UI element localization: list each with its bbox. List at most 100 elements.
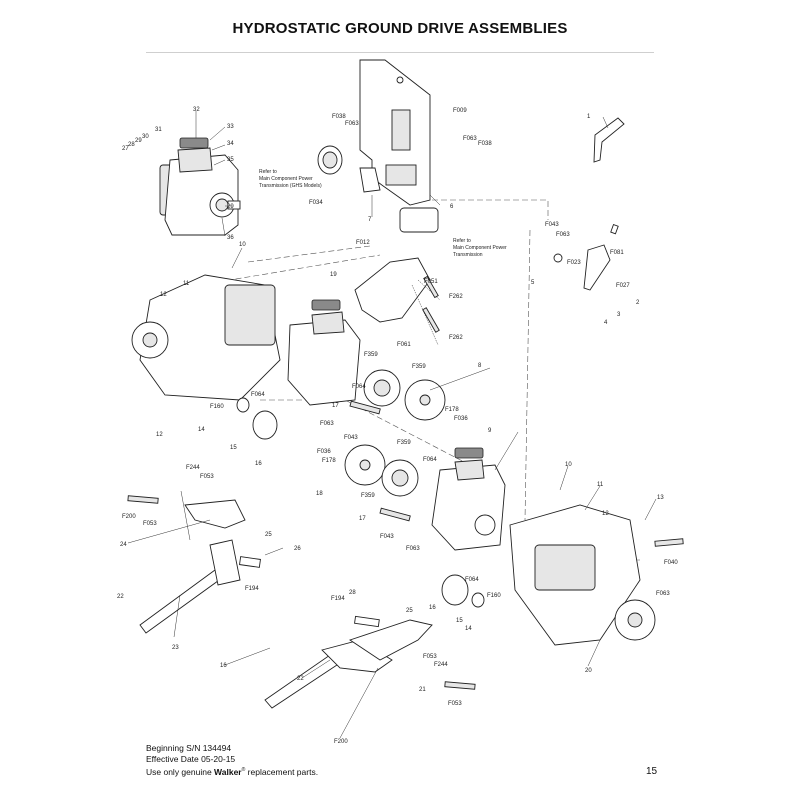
- callout-f081: F081: [610, 250, 624, 256]
- callout-25: 25: [265, 532, 272, 538]
- callout-f009: F009: [453, 108, 467, 114]
- callout-f063: F063: [345, 121, 359, 127]
- callout-f027: F027: [616, 283, 630, 289]
- callout-30: 30: [142, 134, 149, 140]
- callout-3: 3: [617, 312, 621, 318]
- reference-note-transmission: Refer to Main Component Power Transmissi…: [453, 238, 507, 258]
- callout-19: 19: [330, 272, 337, 278]
- callout-22: 16: [220, 663, 227, 669]
- callout-f023: F023: [567, 260, 581, 266]
- callout-f194: F194: [245, 586, 259, 592]
- svg-text:Main Component Power: Main Component Power: [453, 245, 507, 251]
- control-linkage: [553, 117, 625, 291]
- callout-36: 36: [227, 235, 234, 241]
- callout-34: 34: [227, 141, 234, 147]
- callout-29: 29: [227, 204, 234, 210]
- title-rule: [146, 52, 654, 53]
- callout-f359: F359: [412, 364, 426, 370]
- reference-note-ghs: Refer to Main Component Power Transmissi…: [259, 169, 322, 189]
- callout-f244: F244: [434, 662, 448, 668]
- callout-f053: 21: [419, 687, 426, 693]
- genuine-parts-line: Use only genuine Walker® replacement par…: [146, 766, 319, 777]
- svg-text:Refer to: Refer to: [453, 238, 471, 244]
- callout-9: 9: [488, 428, 492, 434]
- callout-f063: F063: [320, 421, 334, 427]
- callout-5: 5: [531, 280, 535, 286]
- callout-labels: 32 33 34 35 29 36 31 30 29 28 27 F038 F0…: [117, 107, 678, 745]
- callout-f359: F359: [364, 352, 378, 358]
- callout-10: 10: [239, 242, 246, 248]
- callout-35: 35: [227, 157, 234, 163]
- hydro-pump-right: [431, 447, 506, 551]
- callout-f064: F064: [352, 384, 366, 390]
- callout-f200: F053: [448, 701, 462, 707]
- callout-f053: F053: [423, 654, 437, 660]
- left-transaxle: [131, 274, 281, 401]
- callout-20: F200: [334, 739, 348, 745]
- callout-f359: F359: [397, 440, 411, 446]
- svg-text:Refer to: Refer to: [259, 169, 277, 175]
- effective-date-line: Effective Date 05-20-15: [146, 754, 236, 764]
- svg-text:Main Component Power: Main Component Power: [259, 176, 313, 182]
- callout-22: 22: [117, 594, 124, 600]
- callout-27: 27: [122, 146, 129, 152]
- callout-f043: F043: [380, 534, 394, 540]
- drive-pulley: [317, 145, 343, 175]
- callout-14: 14: [198, 427, 205, 433]
- callout-16: 16: [429, 605, 436, 611]
- callout-f064: F064: [465, 577, 479, 583]
- callout-f178: F178: [445, 407, 459, 413]
- callout-f053: F053: [143, 521, 157, 527]
- callout-f063: F063: [463, 136, 477, 142]
- callout-f244: F244: [186, 465, 200, 471]
- page-title: HYDROSTATIC GROUND DRIVE ASSEMBLIES: [232, 20, 568, 37]
- callout-26: 26: [294, 546, 301, 552]
- mounting-bracket: [359, 59, 431, 206]
- callout-21: 22: [297, 676, 304, 682]
- callout-f063: F063: [556, 232, 570, 238]
- serial-number-line: Beginning S/N 134494: [146, 743, 232, 753]
- right-transaxle: [509, 504, 656, 646]
- ghs-pump-assembly: [159, 137, 241, 236]
- callout-f063: F063: [406, 546, 420, 552]
- callout-13: 13: [657, 495, 664, 501]
- callout-29: 29: [135, 138, 142, 144]
- callout-10: 10: [565, 462, 572, 468]
- hydro-pump-left: [287, 299, 361, 406]
- callout-12: 12: [602, 511, 609, 517]
- bell-crank-and-springs: [354, 207, 441, 346]
- page-number: 15: [646, 766, 658, 777]
- callout-15: 15: [456, 618, 463, 624]
- callout-f053: F053: [200, 474, 214, 480]
- couplers-and-seals: [236, 397, 485, 608]
- callout-25: 25: [406, 608, 413, 614]
- callout-f051: F051: [424, 279, 438, 285]
- callout-31: 31: [155, 127, 162, 133]
- callout-f262: F262: [449, 294, 463, 300]
- callout-f040: F040: [664, 560, 678, 566]
- callout-f038: F038: [478, 141, 492, 147]
- callout-18: 18: [316, 491, 323, 497]
- callout-1: 1: [587, 114, 591, 120]
- cooling-fan-lower: [344, 444, 419, 497]
- callout-16: 16: [255, 461, 262, 467]
- callout-11: 11: [183, 281, 190, 287]
- control-arm-right: [264, 615, 433, 709]
- fasteners: [127, 275, 684, 690]
- callout-f036: F036: [454, 416, 468, 422]
- callout-8: 8: [478, 363, 482, 369]
- leader-lines: [127, 111, 657, 739]
- callout-f012: F012: [356, 240, 370, 246]
- callout-f160: F160: [487, 593, 501, 599]
- callout-f034: F034: [309, 200, 323, 206]
- callout-12: 12: [156, 432, 163, 438]
- callout-28: 28: [349, 590, 356, 596]
- callout-f043: F043: [344, 435, 358, 441]
- callout-17: 17: [332, 403, 339, 409]
- callout-f064: F064: [251, 392, 265, 398]
- brand-name: Walker: [214, 766, 242, 777]
- callout-f043: F043: [545, 222, 559, 228]
- callout-14: 14: [465, 626, 472, 632]
- callout-4: 4: [604, 320, 608, 326]
- callout-f064: F064: [423, 457, 437, 463]
